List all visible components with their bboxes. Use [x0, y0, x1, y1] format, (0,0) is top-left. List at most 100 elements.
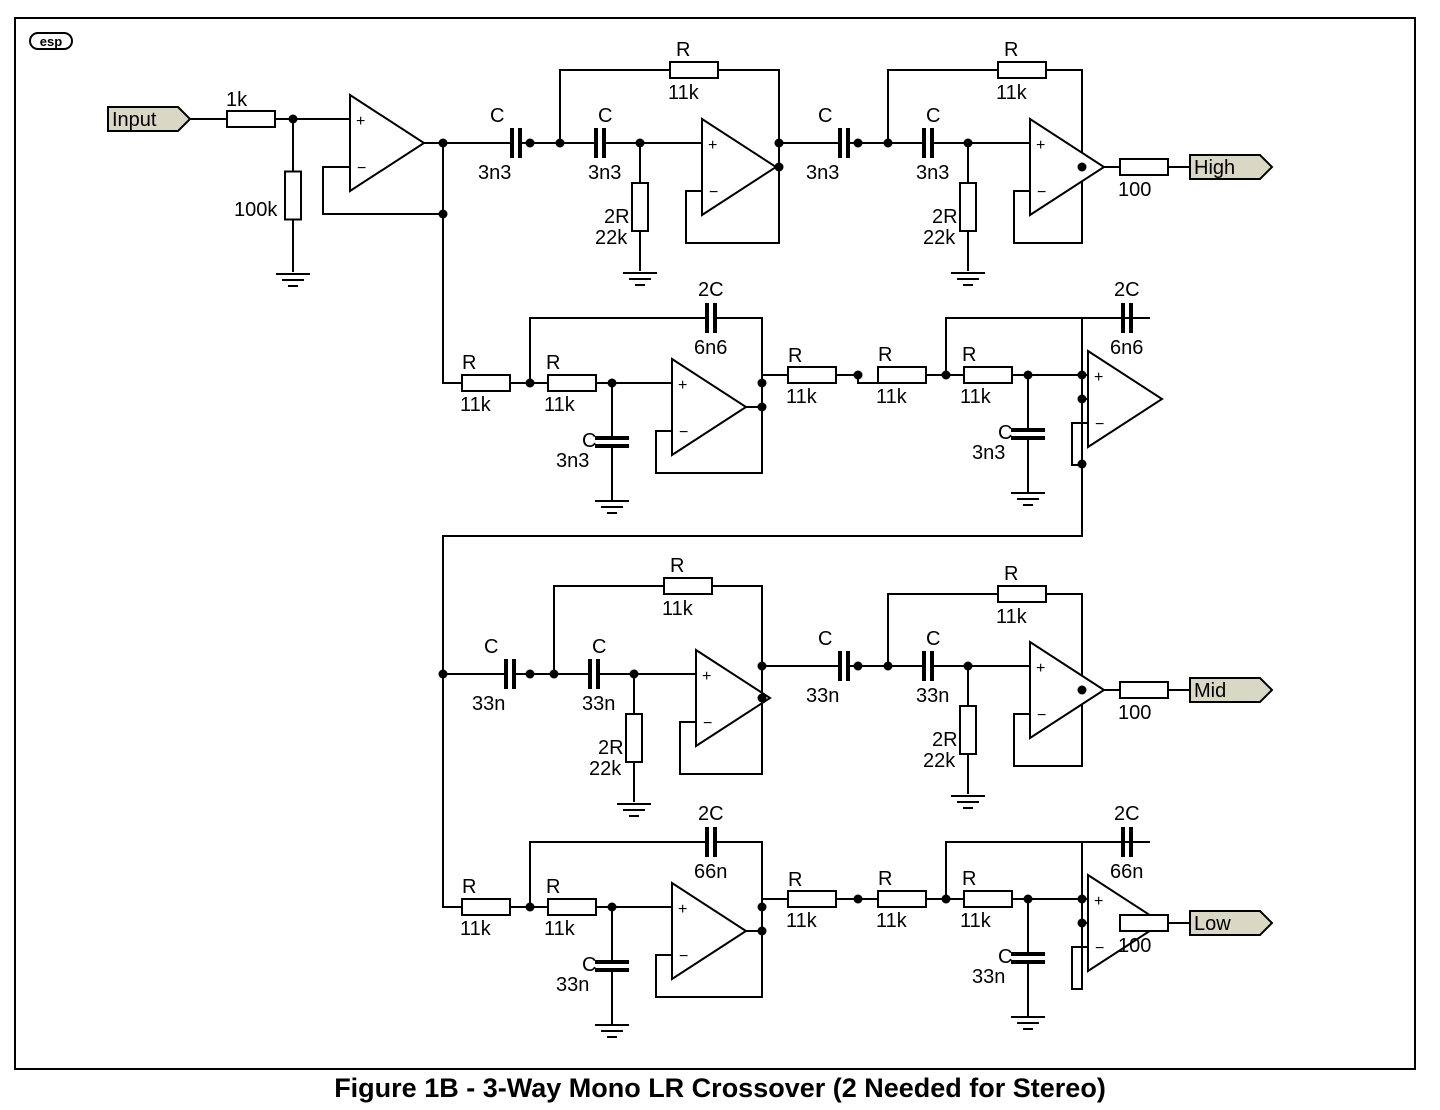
- component-labels: Input1k100k+−+−R11k2R22kC3n3C3n3+−R11k2R…: [112, 39, 1235, 996]
- wire: [529, 317, 688, 383]
- resistor: [663, 577, 713, 595]
- component-label: C: [582, 954, 596, 976]
- component-label: R: [878, 868, 892, 890]
- op-amp: [701, 117, 778, 217]
- junction-dot: [941, 894, 951, 904]
- component-label: C: [818, 628, 832, 650]
- component-label: C: [490, 105, 504, 127]
- port-mid: [1189, 677, 1274, 703]
- component-label: R: [1004, 563, 1018, 585]
- op-amp-minus: −: [1095, 416, 1104, 433]
- op-amp-minus: −: [357, 160, 366, 177]
- component-label: 33n: [556, 974, 589, 996]
- junction-dot: [438, 669, 448, 679]
- op-amp-minus: −: [703, 715, 712, 732]
- component-label: 33n: [472, 693, 505, 715]
- resistor: [877, 890, 927, 908]
- resistor: [461, 898, 511, 916]
- resistor: [959, 182, 977, 232]
- component-label: R: [462, 352, 476, 374]
- op-amp: [695, 648, 772, 748]
- wire: [655, 907, 763, 998]
- resistor: [547, 374, 597, 392]
- op-amp-minus: −: [679, 424, 688, 441]
- wire: [1081, 317, 1150, 375]
- component-label: 22k: [589, 758, 622, 780]
- op-amp-plus: +: [708, 137, 717, 154]
- resistor: [547, 898, 597, 916]
- resistor: [959, 705, 977, 755]
- component-label: 2C: [1114, 279, 1140, 301]
- op-amp: [671, 357, 748, 457]
- component-label: 3n3: [478, 162, 511, 184]
- figure-caption: Figure 1B - 3-Way Mono LR Crossover (2 N…: [334, 1073, 1106, 1103]
- component-label: 6n6: [1110, 337, 1143, 359]
- component-label: 3n3: [972, 442, 1005, 464]
- component-label: C: [998, 422, 1012, 444]
- component-label: C: [582, 430, 596, 452]
- junction-dot: [774, 162, 784, 172]
- port-high: [1189, 154, 1274, 180]
- junction-dot: [525, 378, 535, 388]
- component-label: 100: [1118, 935, 1151, 957]
- junction-dot: [757, 661, 767, 671]
- component-label: R: [962, 868, 976, 890]
- wire: [887, 593, 998, 666]
- component-label: R: [962, 344, 976, 366]
- component-label: 100k: [234, 199, 278, 221]
- op-amp-plus: +: [702, 668, 711, 685]
- op-amp-minus: −: [1095, 940, 1104, 957]
- op-amp-minus: −: [1037, 707, 1046, 724]
- junction-dot: [555, 138, 565, 148]
- component-label: 11k: [960, 386, 992, 408]
- resistor: [997, 61, 1047, 79]
- component-label: 66n: [1110, 861, 1143, 883]
- junction-dot: [883, 661, 893, 671]
- svg-text:esp: esp: [40, 34, 62, 49]
- resistor: [284, 170, 302, 221]
- junction-dot: [1023, 370, 1033, 380]
- component-label: 11k: [960, 910, 992, 932]
- component-label: C: [598, 105, 612, 127]
- wire: [1013, 167, 1083, 244]
- junction-dot: [941, 370, 951, 380]
- junction-dot: [1077, 370, 1087, 380]
- component-label: 11k: [460, 918, 492, 940]
- component-label: 11k: [544, 394, 576, 416]
- junction-dot: [853, 894, 863, 904]
- resistor: [461, 374, 511, 392]
- component-label: C: [818, 105, 832, 127]
- junction-dot: [607, 378, 617, 388]
- component-label: C: [998, 946, 1012, 968]
- junction-dot: [438, 209, 448, 219]
- component-label: 11k: [544, 918, 576, 940]
- resistor: [963, 366, 1013, 384]
- op-amp: [671, 881, 748, 981]
- wire: [734, 317, 763, 383]
- junction-dots: [288, 114, 1087, 936]
- op-amp-plus: +: [356, 113, 365, 130]
- resistor: [963, 890, 1013, 908]
- resistor: [625, 713, 643, 763]
- wire: [1046, 593, 1083, 690]
- resistor: [1119, 914, 1169, 932]
- port-label-low: Low: [1194, 913, 1231, 935]
- component-label: 11k: [668, 82, 700, 104]
- junction-dot: [1023, 894, 1033, 904]
- component-label: 100: [1118, 702, 1151, 724]
- junction-dot: [963, 138, 973, 148]
- component-label: 22k: [923, 750, 956, 772]
- component-label: 100: [1118, 179, 1151, 201]
- component-label: 11k: [996, 606, 1028, 628]
- wire: [761, 665, 800, 698]
- component-label: 2C: [698, 803, 724, 825]
- wire: [1081, 841, 1150, 899]
- junction-dot: [757, 902, 767, 912]
- component-label: 33n: [582, 693, 615, 715]
- junction-dot: [963, 661, 973, 671]
- component-label: 6n6: [694, 337, 727, 359]
- crossover-schematic: esp Input1k100k+−+−R11k2R22kC3n3C3n3+−R1…: [29, 32, 1274, 1038]
- component-label: 2R: [604, 206, 630, 228]
- component-label: 11k: [876, 910, 908, 932]
- component-label: R: [546, 352, 560, 374]
